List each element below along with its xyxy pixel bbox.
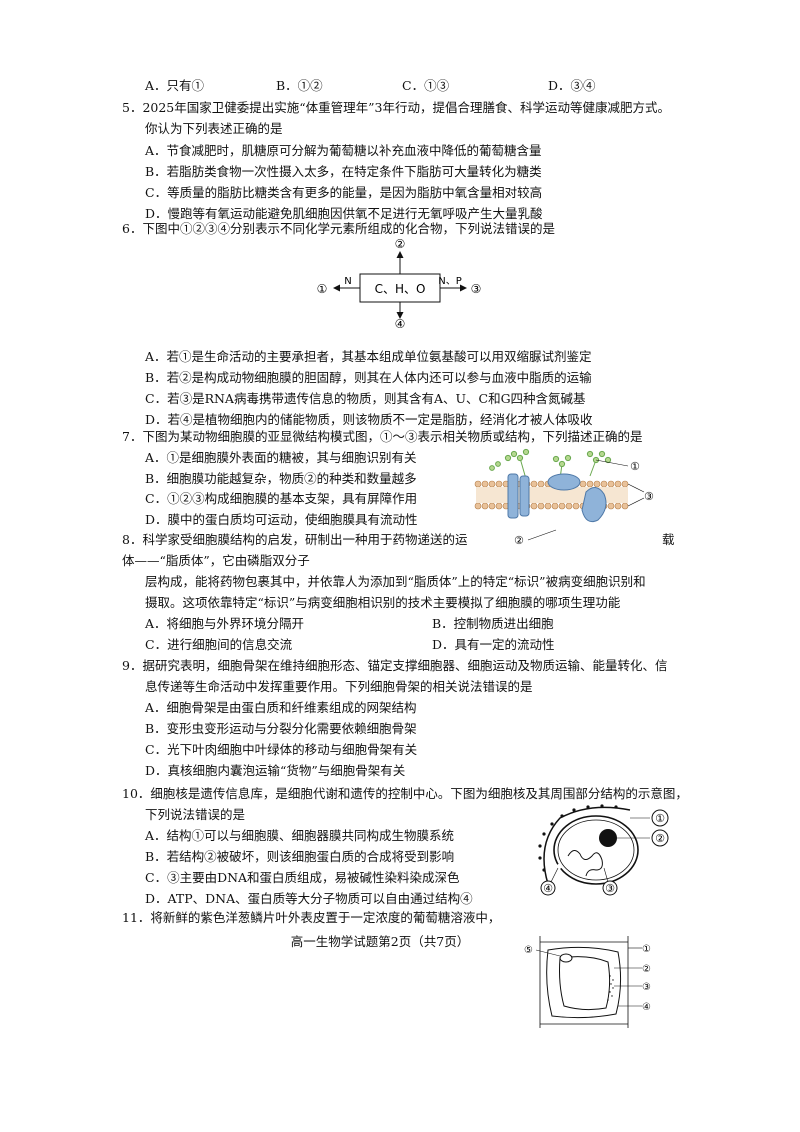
q6-option-b: B．若②是构成动物细胞膜的胆固醇，则其在人体内还可以参与血液中脂质的运输 [145,370,592,385]
q9-option-c: C．光下叶肉细胞中叶绿体的移动与细胞骨架有关 [145,742,418,757]
q5-stem: 5．2025年国家卫健委提出实施“体重管理年”3年行动，提倡合理膳食、科学运动等… [122,100,670,115]
q9-stem-cont: 息传递等生命活动中发挥重要作用。下列细胞骨架的相关说法错误的是 [145,679,533,694]
q6-top-label: ② [395,237,406,251]
q5-stem-cont: 你认为下列表述正确的是 [145,121,283,136]
q4-option-c: C．①③ [402,78,450,93]
q6-element-diagram: C、H、O ② ① N ③ N、P ④ [317,237,482,328]
q8-stem: 8．科学家受细胞膜结构的启发，研制出一种用于药物递送的运 [122,532,468,547]
page-footer: 高一生物学试题第2页（共7页） [290,934,470,949]
q10-er-membrane [543,806,631,885]
q7-option-b: B．细胞膜功能越复杂，物质②的种类和数量越多 [145,471,417,486]
q8-option-a: A．将细胞与外界环境分隔开 [145,616,305,631]
q7-label-2: ② [514,534,524,547]
q6-center-label: C、H、O [375,282,426,296]
q5-option-c: C．等质量的脂肪比糖类含有更多的能量，是因为脂肪中氧含量相对较高 [145,185,543,200]
q7-proteins [507,473,607,523]
q10-ribosomes [538,804,618,872]
q6-option-c: C．若③是RNA病毒携带遗传信息的物质，则其含有A、U、C和G四种含氮碱基 [145,391,586,406]
q6-left-element: N [344,276,351,287]
q6-left-label: ① [317,282,328,296]
q7-stem: 7．下图为某动物细胞膜的亚显微结构模式图，①～③表示相关物质或结构，下列描述正确… [122,429,643,444]
q10-label-3: ③ [605,882,615,895]
q10-option-d: D．ATP、DNA、蛋白质等大分子物质可以自由通过结构④ [145,891,473,906]
q6-stem: 6．下图中①②③④分别表示不同化学元素所组成的化合物，下列说法错误的是 [122,221,555,236]
q8-option-d: D．具有一定的流动性 [432,637,555,652]
q11-nucleus [559,953,573,963]
q11-label-5: ⑤ [524,945,533,956]
q7-membrane-diagram: ① ③ ② [474,448,654,547]
q5-option-a: A．节食减肥时，肌糖原可分解为葡萄糖以补充血液中降低的葡萄糖含量 [145,143,542,158]
q9-option-d: D．真核细胞内囊泡运输“货物”与细胞骨架有关 [145,763,406,778]
q6-option-a: A．若①是生命活动的主要承担者，其基本组成单位氨基酸可以用双缩脲试剂鉴定 [145,349,592,364]
q4-option-b: B．①② [276,78,323,93]
q11-label-2: ② [642,964,651,975]
q7-glycocalyx [489,448,612,480]
q9-option-b: B．变形虫变形运动与分裂分化需要依赖细胞骨架 [145,721,417,736]
q4-option-d: D．③④ [548,78,596,93]
q11-cell-wall [539,936,629,1028]
q10-label-2: ② [655,832,665,845]
q5-option-d: D．慢跑等有氧运动能避免肌细胞因供氧不足进行无氧呼吸产生大量乳酸 [145,206,543,221]
q11-cell-diagram: ⑤ ① ② ③ ④ [524,936,651,1028]
q10-option-b: B．若结构②被破坏，则该细胞蛋白质的合成将受到影响 [145,849,455,864]
q8-stem-line4: 摄取。这项依靠特定“标识”与病变细胞相识别的技术主要模拟了细胞膜的哪项生理功能 [145,595,621,610]
q11-label-1: ① [642,944,651,955]
q8-stem-line3: 层构成，能将药物包裹其中，并依靠人为添加到“脂质体”上的特定“标识”被病变细胞识… [145,574,646,589]
q8-stem-line2: 体——“脂质体”，它由磷脂双分子 [122,553,310,568]
q7-option-d: D．膜中的蛋白质均可运动，使细胞膜具有流动性 [145,512,418,527]
q8-option-c: C．进行细胞间的信息交流 [145,637,293,652]
q10-stem-cont: 下列说法错误的是 [145,807,246,822]
q7-label-3: ③ [644,490,654,503]
q6-right-element: N、P [438,276,462,287]
q6-bottom-label: ④ [395,317,406,328]
q11-vacuole [559,956,611,1011]
q10-label-1: ① [655,812,665,825]
q8-option-b: B．控制物质进出细胞 [432,616,554,631]
q4-option-a: A．只有① [145,78,205,93]
q10-stem: 10．细胞核是遗传信息库，是细胞代谢和遗传的控制中心。下图为细胞核及其周围部分结… [122,786,688,801]
q11-label-4: ④ [642,1002,651,1013]
q10-label-4: ④ [543,882,553,895]
q11-label-3: ③ [642,982,651,993]
q5-option-b: B．若脂肪类食物一次性摄入太多，在特定条件下脂肪可大量转化为糖类 [145,164,542,179]
q7-option-a: A．①是细胞膜外表面的糖被，其与细胞识别有关 [145,450,417,465]
q7-option-c: C．①②③构成细胞膜的基本支架，具有屏障作用 [145,491,418,506]
q10-option-a: A．结构①可以与细胞膜、细胞器膜共同构成生物膜系统 [145,828,455,843]
q6-right-label: ③ [471,282,482,296]
q9-option-a: A．细胞骨架是由蛋白质和纤维素组成的网架结构 [145,700,417,715]
q8-stem-end: 载 [662,532,675,547]
q10-nucleus-diagram: ① ② ③ ④ [538,804,669,896]
q10-chromatin [567,850,603,877]
q7-label-1: ① [630,460,640,473]
q9-stem: 9．据研究表明，细胞骨架在维持细胞形态、锚定支撑细胞器、细胞运动及物质运输、能量… [122,658,668,673]
q10-nuclear-envelope [553,815,639,885]
q10-nucleolus [599,829,617,847]
q10-option-c: C．③主要由DNA和蛋白质组成，易被碱性染料染成深色 [145,870,460,885]
q6-option-d: D．若④是植物细胞内的储能物质，则该物质不一定是脂肪，经消化才被人体吸收 [145,412,593,427]
q11-stem: 11．将新鲜的紫色洋葱鳞片叶外表皮置于一定浓度的葡萄糖溶液中， [122,910,501,925]
